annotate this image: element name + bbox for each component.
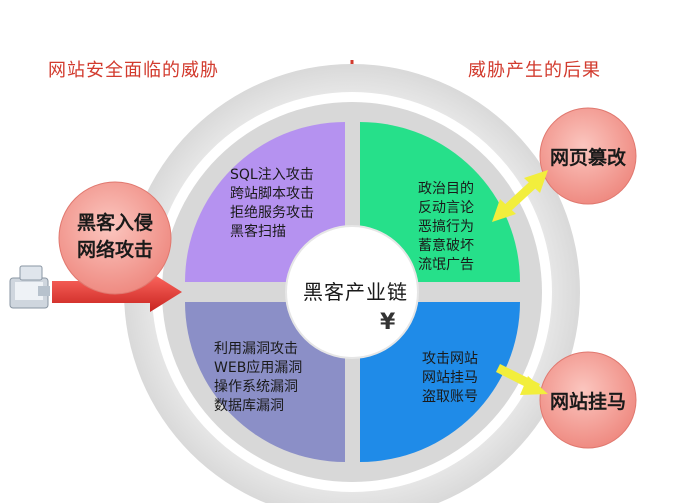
top-left-quadrant-text: SQL注入攻击 跨站脚本攻击 拒绝服务攻击 黑客扫描 <box>230 167 314 240</box>
computer-icon <box>9 265 50 309</box>
hacker-bubble-circle <box>58 181 172 295</box>
tamper-link-arrow <box>492 170 548 222</box>
quadrant-top-left <box>185 122 345 282</box>
page-tamper-label: 网页篡改 <box>549 147 626 169</box>
hacker-bubble-label: 黑客入侵 网络攻击 <box>76 212 153 261</box>
site-trojan-label: 网站挂马 <box>549 391 626 413</box>
center-circle <box>285 225 419 359</box>
site-trojan-bubble-circle <box>539 351 637 449</box>
quadrant-bottom-right <box>360 302 520 462</box>
quadrant-bottom-left <box>185 302 345 462</box>
bottom-left-quadrant-text: 利用漏洞攻击 WEB应用漏洞 操作系统漏洞 数据库漏洞 <box>214 341 303 414</box>
yuan-icon: ¥ <box>380 310 396 335</box>
center-label: 黑客产业链 <box>303 280 408 304</box>
quadrant-top-right <box>360 122 520 282</box>
trojan-link-arrow <box>495 363 548 395</box>
page-tamper-bubble-circle <box>539 107 637 205</box>
top-right-quadrant-text: 政治目的 反动言论 恶搞行为 蓄意破坏 流氓广告 <box>418 181 474 273</box>
consequences-heading: 威胁产生的后果 <box>468 60 601 81</box>
threats-heading: 网站安全面临的威胁 <box>48 60 219 81</box>
bottom-right-quadrant-text: 攻击网站 网站挂马 盗取账号 <box>422 351 478 405</box>
